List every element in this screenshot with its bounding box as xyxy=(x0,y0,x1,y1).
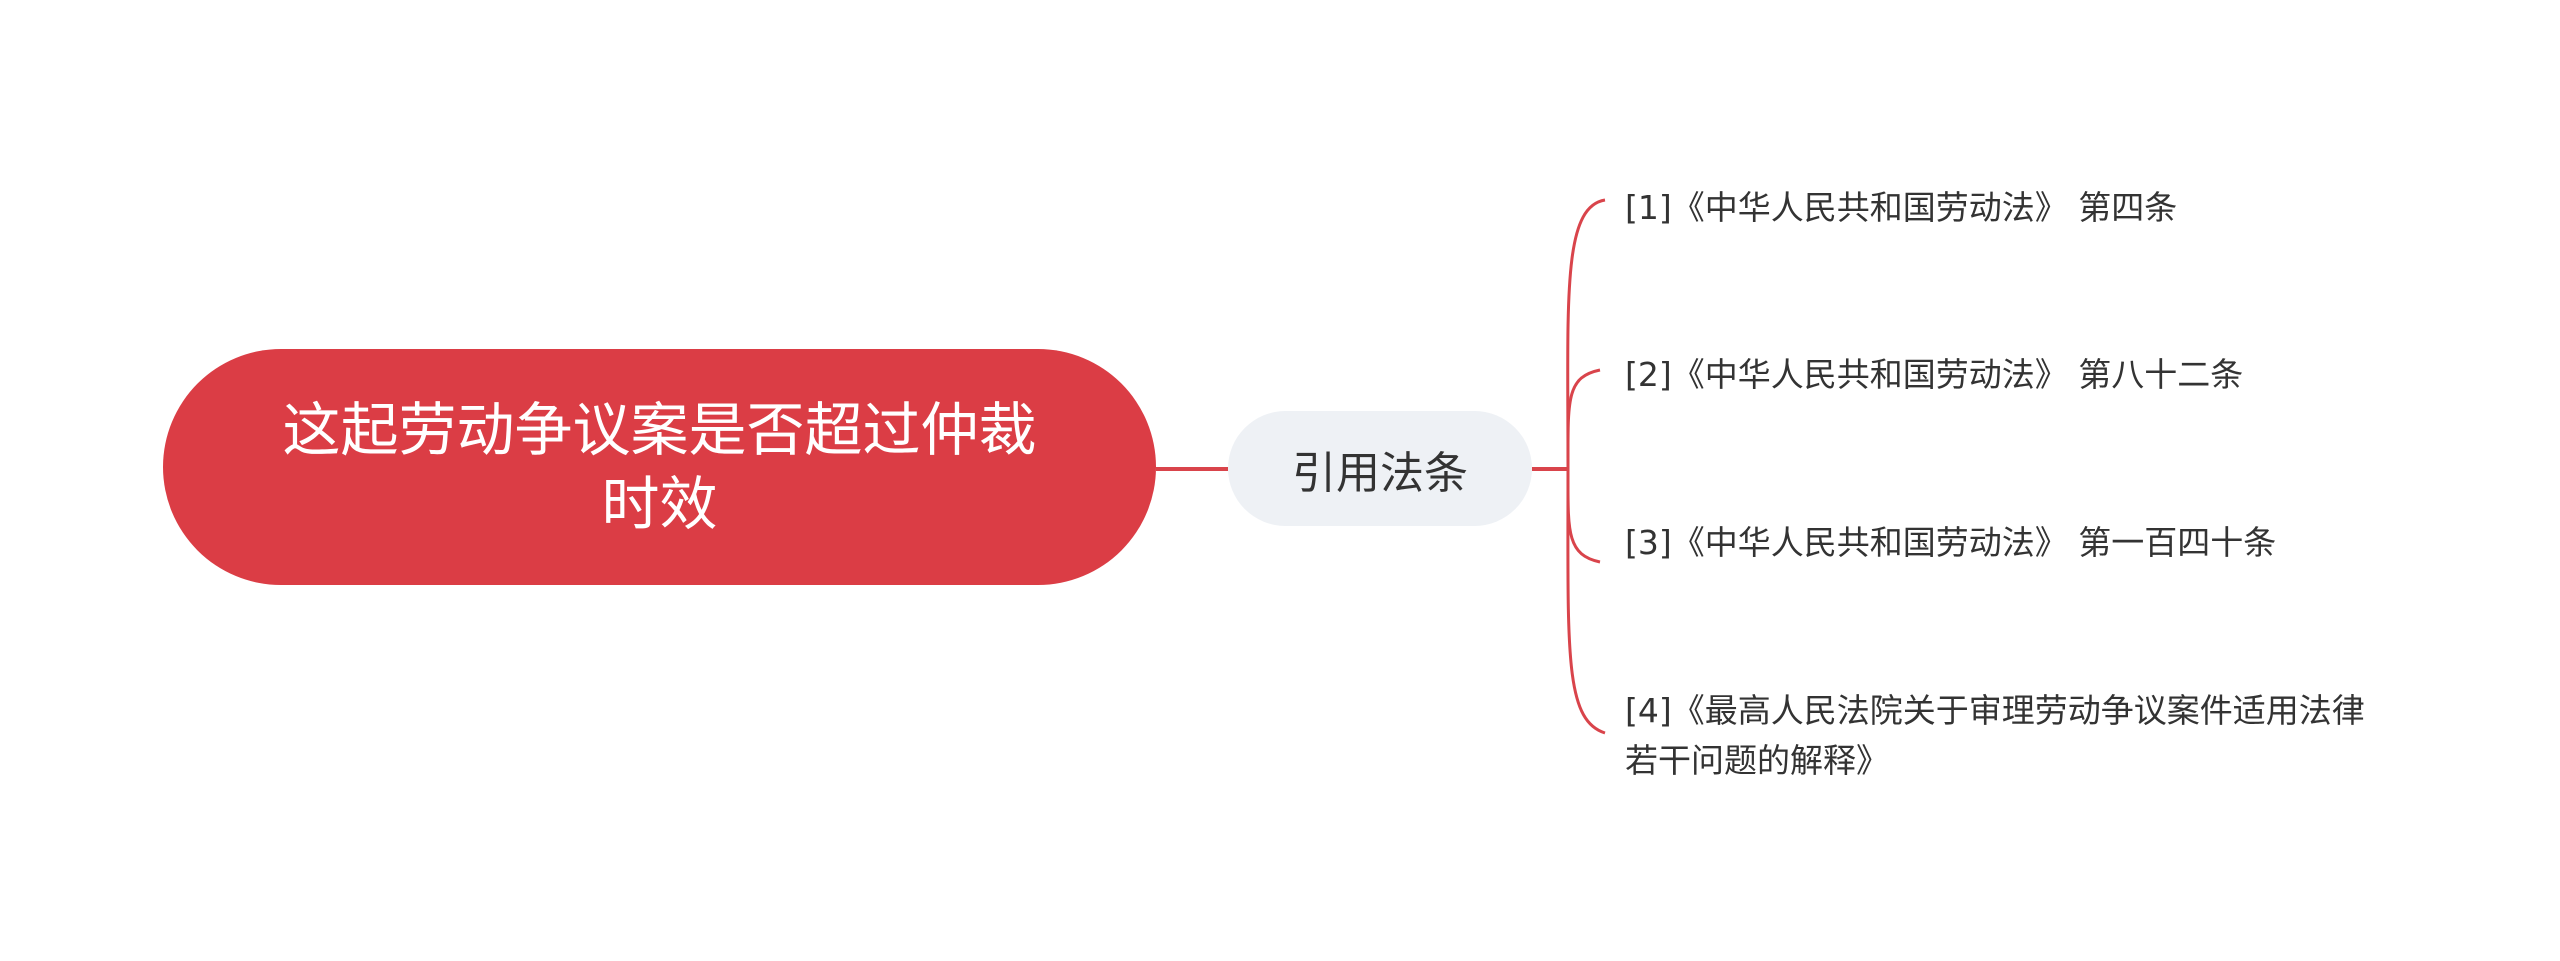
leaf-topic-2[interactable]: [2]《中华人民共和国劳动法》 第八十二条 xyxy=(1625,355,2244,394)
branch-leaf-3 xyxy=(1566,468,1601,564)
branch-leaf-4 xyxy=(1566,468,1606,735)
root-topic[interactable]: 这起劳动争议案是否超过仲裁时效 xyxy=(163,349,1156,585)
branch-leaf-2 xyxy=(1566,368,1601,470)
branch-leaf-1 xyxy=(1566,198,1606,470)
subtopic-cited-laws[interactable]: 引用法条 xyxy=(1228,411,1532,526)
subtopic-label: 引用法条 xyxy=(1292,447,1468,499)
leaf-topic-1[interactable]: [1]《中华人民共和国劳动法》 第四条 xyxy=(1625,188,2178,227)
root-topic-label: 这起劳动争议案是否超过仲裁时效 xyxy=(282,396,1037,538)
leaf-topic-3[interactable]: [3]《中华人民共和国劳动法》 第一百四十条 xyxy=(1625,523,2277,562)
leaf-topic-4[interactable]: [4]《最高人民法院关于审理劳动争议案件适用法律若干问题的解释》 xyxy=(1625,691,2365,780)
